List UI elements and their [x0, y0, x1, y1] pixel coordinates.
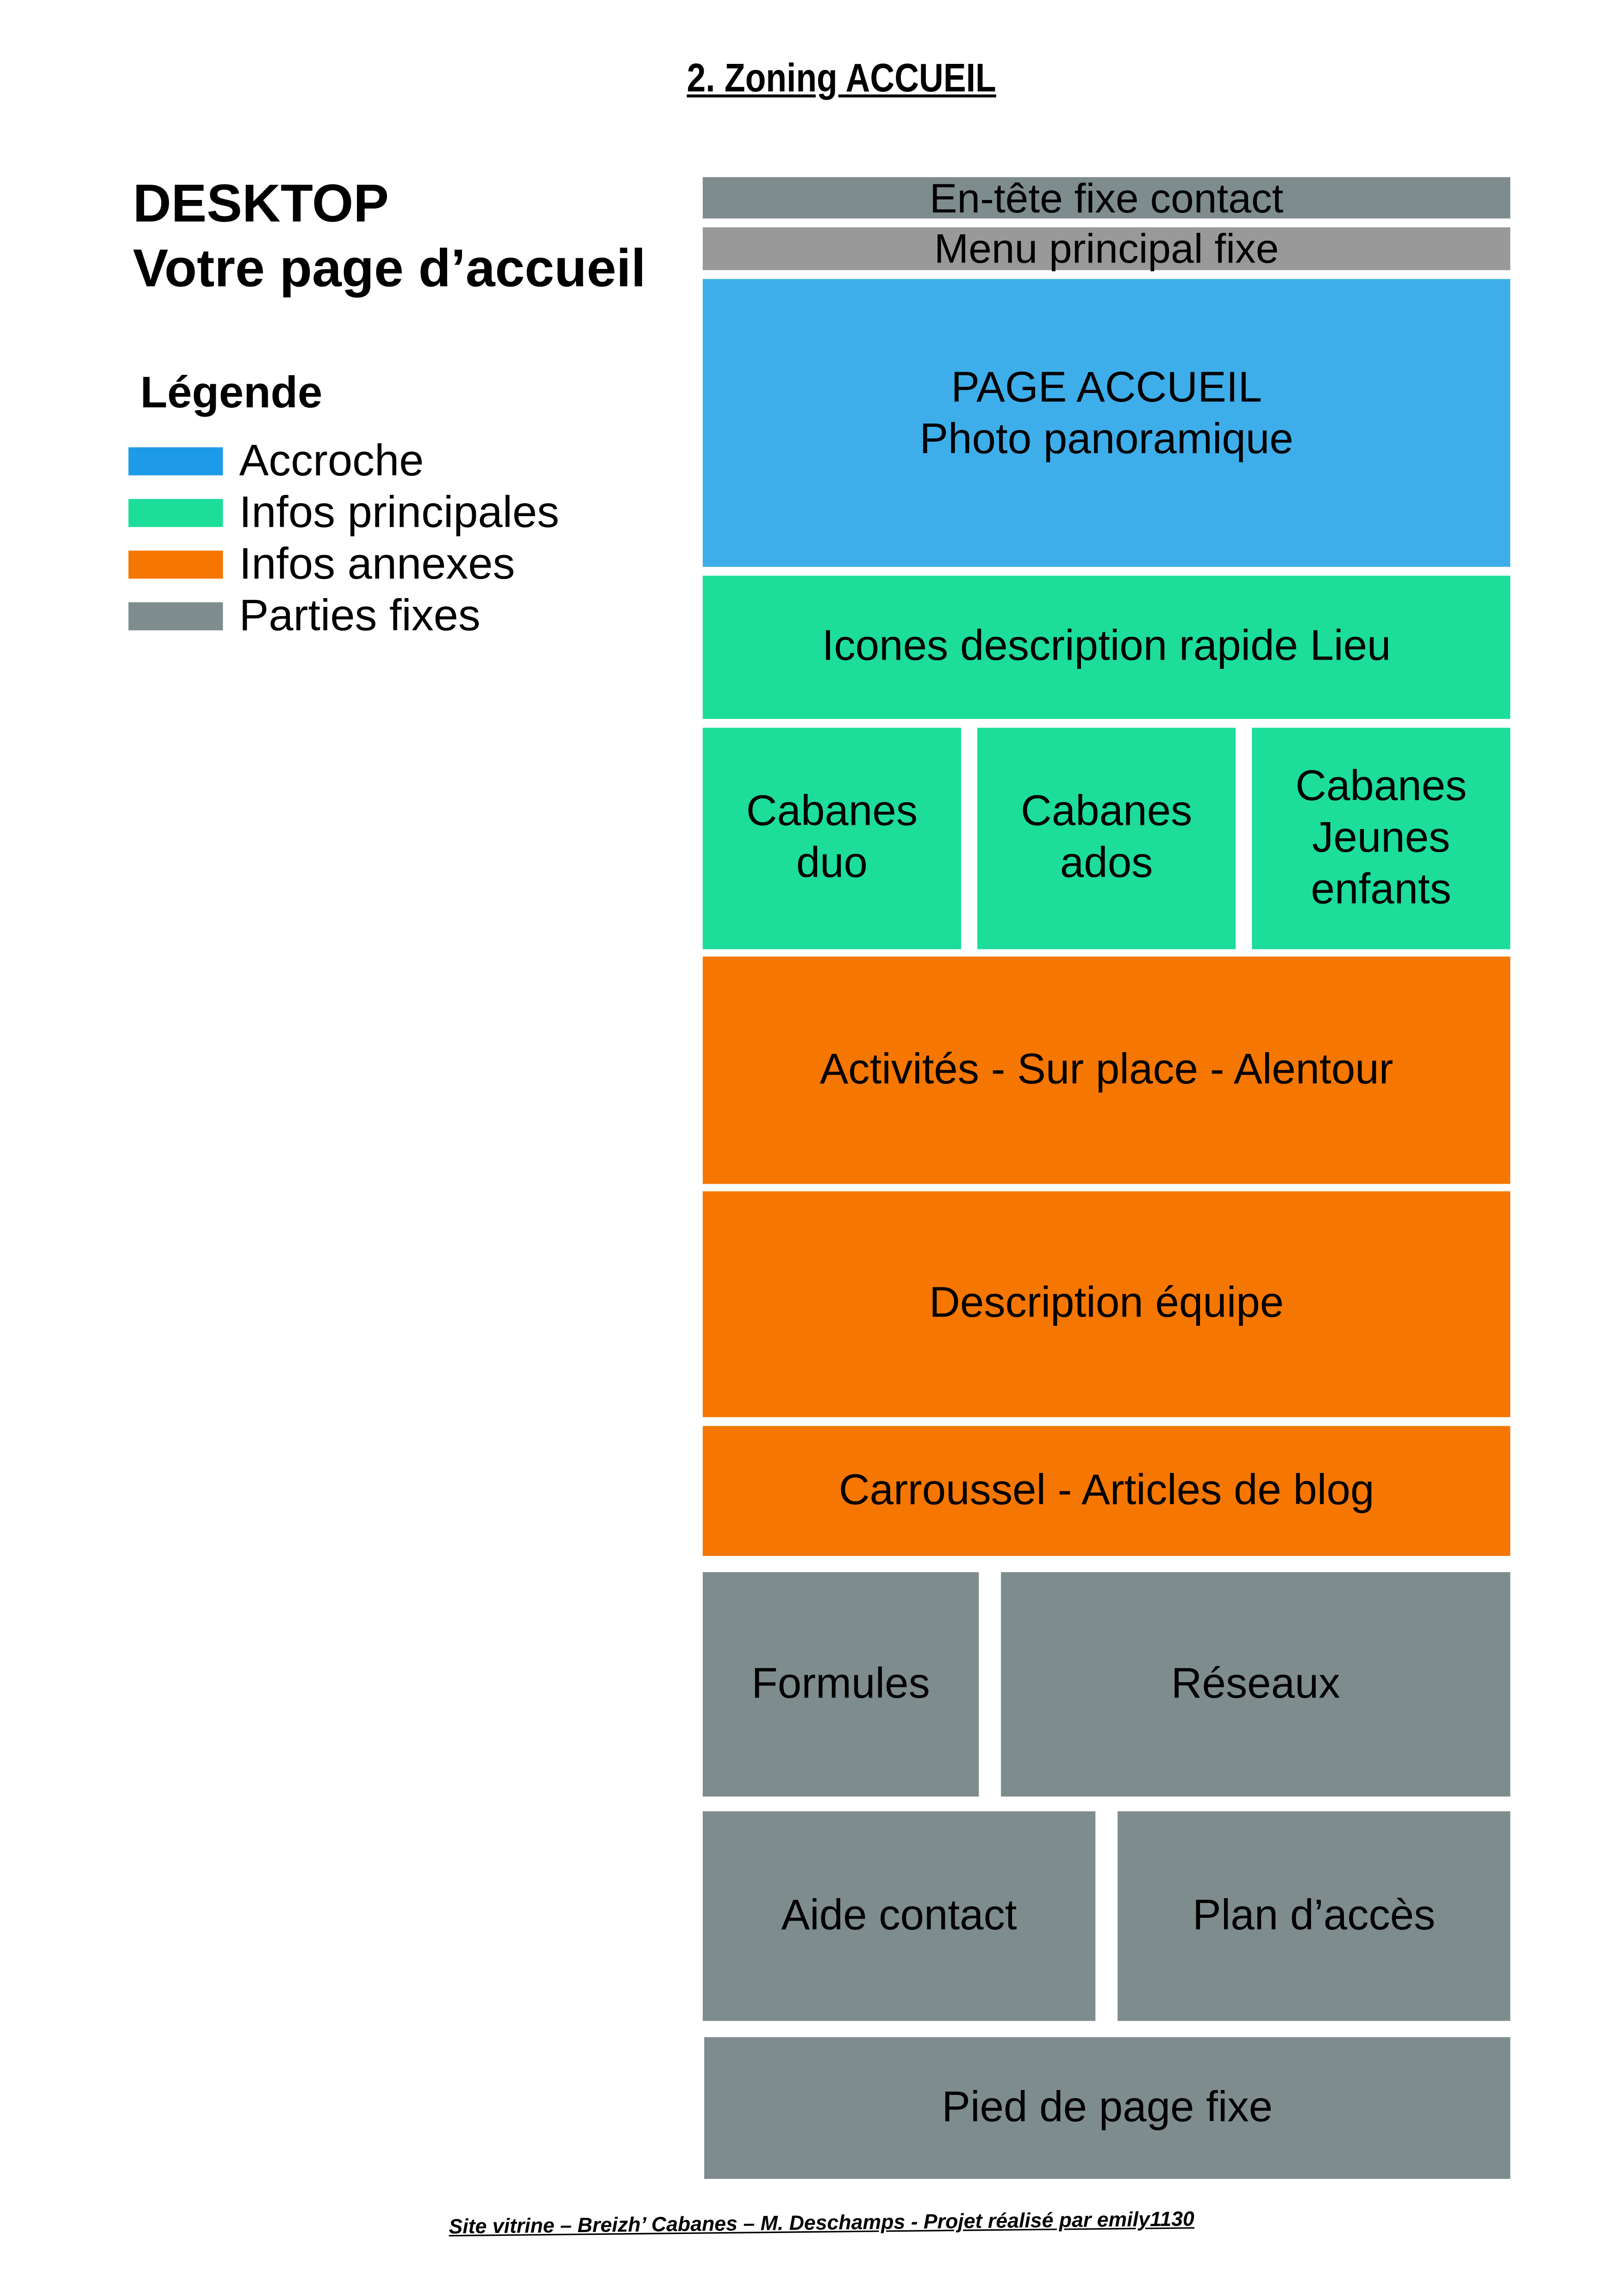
- footer-note: Site vitrine – Breizh’ Cabanes – M. Desc…: [449, 2206, 1195, 2238]
- legend-swatch: [128, 550, 223, 579]
- zone-reseaux: Réseaux: [1001, 1572, 1511, 1797]
- zone-aide-contact: Aide contact: [702, 1811, 1096, 2021]
- legend-label: Infos annexes: [239, 539, 515, 588]
- legend-item-infos-annexes: Infos annexes: [128, 539, 515, 591]
- hero-title: PAGE ACCUEIL: [951, 364, 1262, 412]
- zone-menu: Menu principal fixe: [702, 226, 1511, 272]
- zone-icons: Icones description rapide Lieu: [702, 575, 1511, 719]
- zone-label: Jeunes: [1312, 814, 1450, 861]
- legend-swatch: [128, 447, 223, 475]
- zone-footer: Pied de page fixe: [704, 2037, 1511, 2179]
- zone-label: Cabanes: [1021, 788, 1193, 836]
- zone-carrousel: Carroussel - Articles de blog: [702, 1426, 1511, 1556]
- heading-device: DESKTOP: [133, 173, 389, 233]
- page-title: 2. Zoning ACCUEIL: [687, 56, 996, 100]
- legend-label: Infos principales: [239, 487, 559, 537]
- legend-item-infos-principales: Infos principales: [128, 487, 559, 539]
- zone-formules: Formules: [702, 1572, 979, 1797]
- heading: DESKTOP Votre page d’accueil: [133, 171, 646, 301]
- zone-label: Cabanes: [1295, 762, 1467, 810]
- legend-swatch: [128, 499, 223, 527]
- hero-subtitle: Photo panoramique: [919, 415, 1293, 463]
- zone-activites: Activités - Sur place - Alentour: [702, 956, 1511, 1184]
- zone-plan-acces: Plan d’accès: [1118, 1811, 1511, 2021]
- legend-label: Accroche: [239, 436, 424, 485]
- zone-header: En-tête fixe contact: [702, 175, 1511, 221]
- legend-title: Légende: [140, 369, 323, 418]
- legend-item-accroche: Accroche: [128, 436, 424, 487]
- zone-label: enfants: [1311, 866, 1451, 913]
- zone-equipe: Description équipe: [702, 1191, 1511, 1417]
- zone-label: Cabanes: [746, 788, 918, 836]
- legend-item-parties-fixes: Parties fixes: [128, 591, 481, 643]
- legend-swatch: [128, 602, 223, 630]
- heading-page: Votre page d’accueil: [133, 237, 646, 299]
- zone-hero: PAGE ACCUEIL Photo panoramique: [702, 279, 1511, 567]
- zone-label: ados: [1060, 840, 1153, 887]
- zone-label: duo: [796, 840, 868, 887]
- legend-label: Parties fixes: [239, 591, 481, 640]
